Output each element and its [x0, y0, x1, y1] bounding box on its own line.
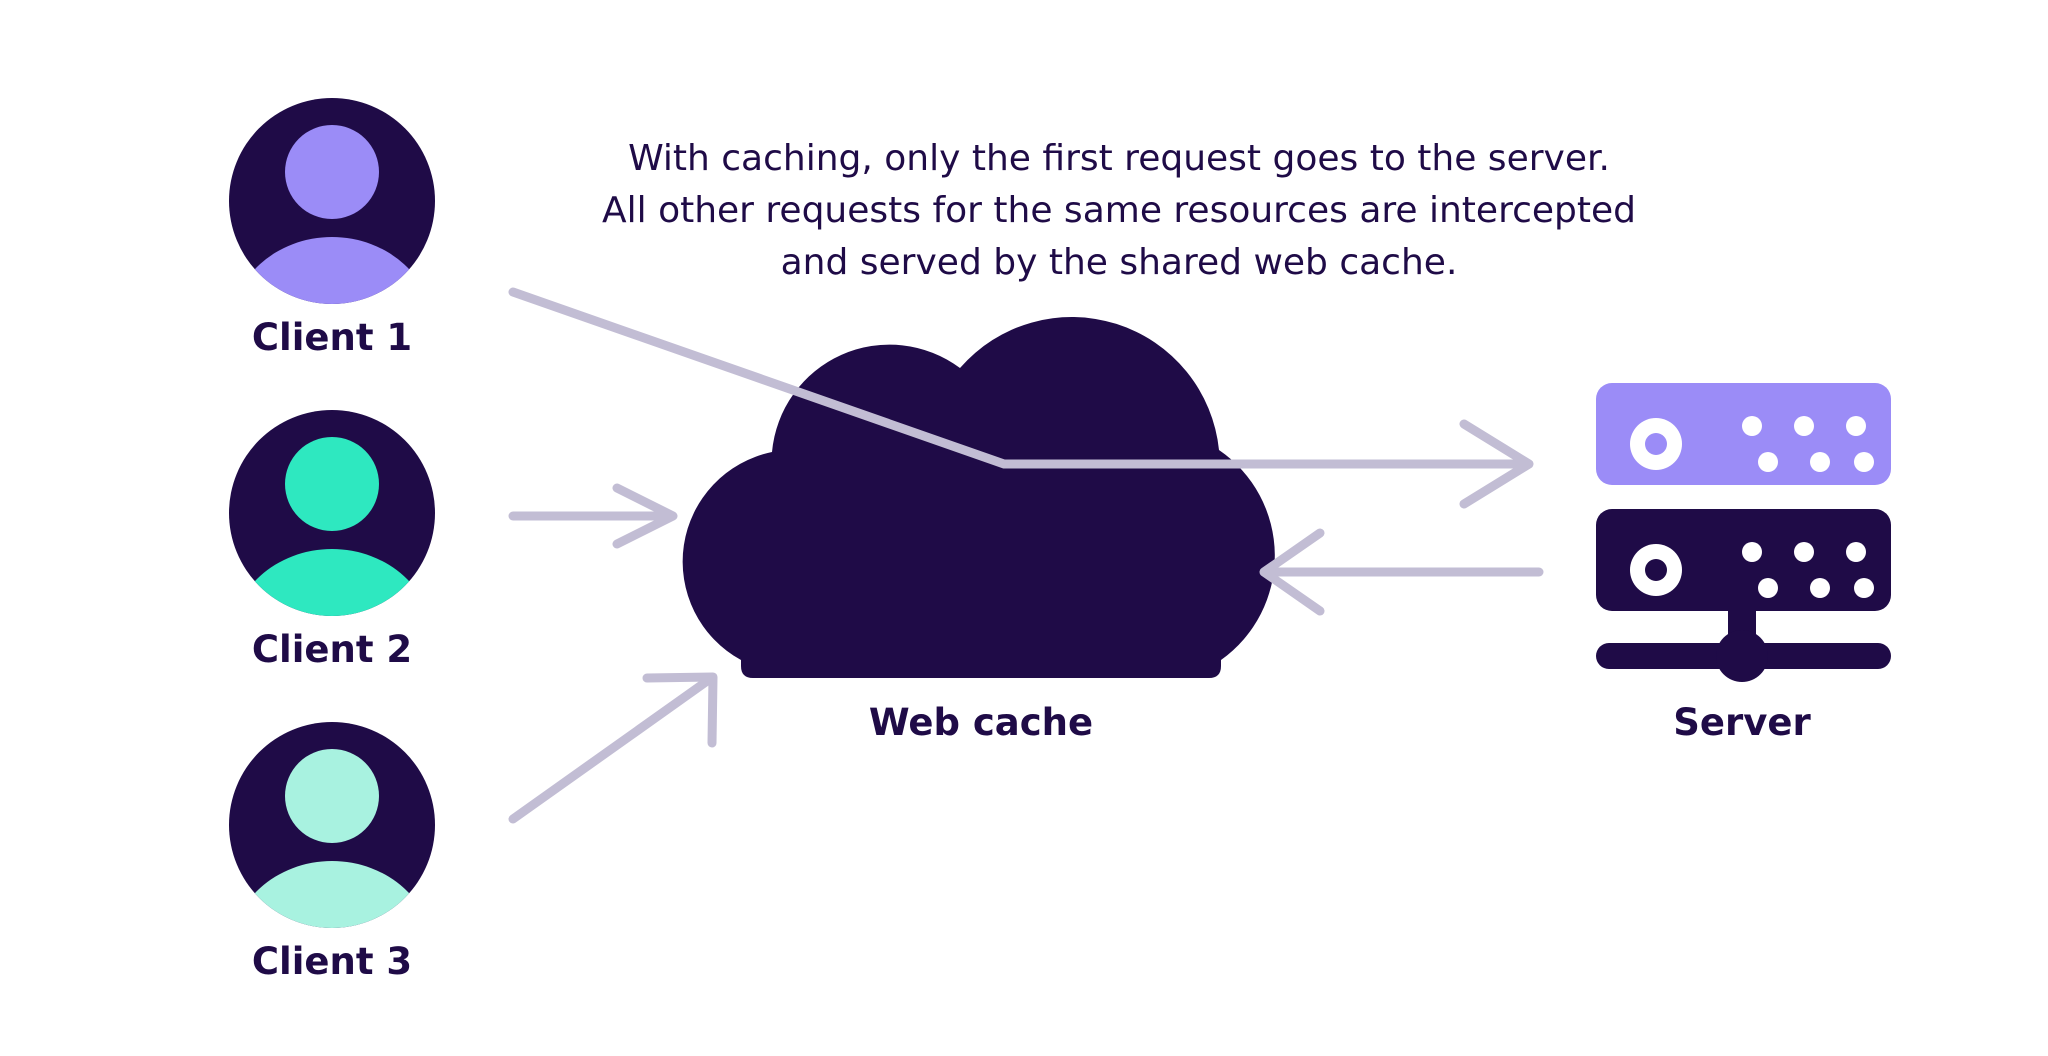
- client-2-label: Client 2: [252, 628, 412, 671]
- client-3-avatar-body: [230, 861, 434, 928]
- client-2-node[interactable]: Client 2: [229, 410, 435, 735]
- server-unit-bottom-dot-grid: [1742, 542, 1874, 598]
- server-unit-bottom-power-indicator-inner: [1645, 559, 1667, 581]
- client1-to-server-arrow: [508, 287, 1534, 509]
- client-1-avatar-body: [230, 237, 434, 304]
- server-stand: [1596, 605, 1891, 682]
- client-1-avatar-head: [285, 125, 379, 219]
- client-2-user-avatar-icon: [230, 437, 434, 616]
- client3-to-cache-arrow: [508, 672, 718, 824]
- server-arrow-head: [1259, 528, 1325, 616]
- client-3-avatar-head: [285, 749, 379, 843]
- client1-arrow-shaft: [508, 287, 1529, 469]
- server-unit-top-power-indicator-inner: [1645, 433, 1667, 455]
- client2-to-cache-arrow: [508, 483, 678, 549]
- client2-arrow-head: [612, 483, 678, 549]
- client-1-label: Client 1: [252, 316, 412, 359]
- client-2-avatar-head: [285, 437, 379, 531]
- server-label: Server: [1673, 701, 1811, 744]
- client3-arrow-head: [642, 672, 718, 748]
- caption-line-1: With caching, only the first request goe…: [628, 138, 1610, 179]
- server-unit-top: [1596, 383, 1891, 485]
- server-stand-node: [1716, 630, 1768, 682]
- caption-line-2: All other requests for the same resource…: [602, 190, 1636, 231]
- server-unit-top-dot-grid: [1742, 416, 1874, 472]
- client-2-avatar-body: [230, 549, 434, 616]
- server-unit-bottom: [1596, 509, 1891, 611]
- arrows-layer: [508, 287, 1544, 824]
- client-1-user-avatar-icon: [230, 125, 434, 304]
- client-3-user-avatar-icon: [230, 749, 434, 928]
- client-1-node[interactable]: Client 1: [229, 98, 435, 423]
- server-node[interactable]: Server: [1596, 383, 1891, 744]
- caption-block: With caching, only the first request goe…: [602, 138, 1636, 283]
- client3-arrow-shaft: [508, 674, 715, 824]
- cloud-icon: [682, 317, 1275, 678]
- server-to-cache-arrow: [1259, 528, 1544, 616]
- client1-arrow-head: [1459, 419, 1534, 509]
- web-cache-label: Web cache: [869, 701, 1093, 744]
- client-3-node[interactable]: Client 3: [229, 722, 435, 1047]
- caption-line-3: and served by the shared web cache.: [781, 242, 1458, 283]
- client-3-label: Client 3: [252, 940, 412, 983]
